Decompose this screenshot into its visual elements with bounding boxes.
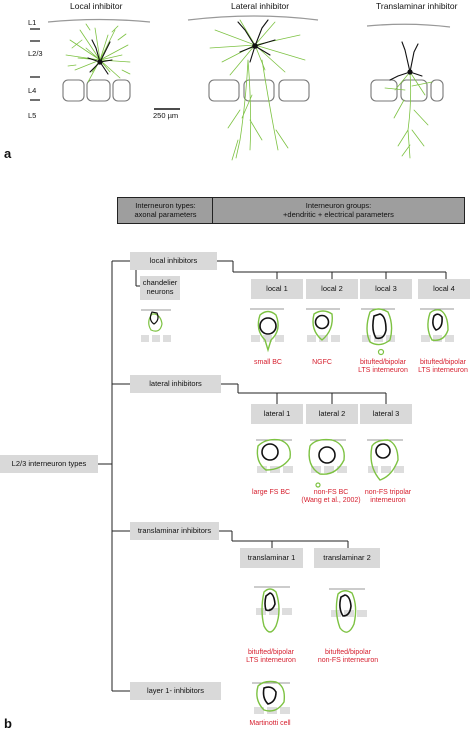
panel-label-b: b xyxy=(4,716,12,731)
neuron-local-inhibitor xyxy=(65,23,131,83)
type-translaminar-inhibitors: translaminar inhibitors xyxy=(130,522,219,540)
schematic-local-4 xyxy=(420,308,454,342)
group-local-3: local 3 xyxy=(360,279,412,299)
group-local-1: local 1 xyxy=(251,279,303,299)
panel-label-a: a xyxy=(4,146,12,161)
layer-label-l23: L2/3 xyxy=(28,49,43,58)
root-l23-interneuron-types: L2/3 interneuron types xyxy=(0,455,98,473)
layer-label-l4: L4 xyxy=(28,86,37,95)
schematic-local-2 xyxy=(306,308,340,342)
cell-label-translaminar1: bitufted/bipolar LTS interneuron xyxy=(246,649,296,665)
cell-label-translaminar2: bitufted/bipolar non-FS interneuron xyxy=(317,649,379,665)
cell-label-local3: bitufted/bipolar LTS interneuron xyxy=(358,359,408,375)
group-lateral-1: lateral 1 xyxy=(251,404,303,424)
schematic-translaminar-2 xyxy=(329,588,367,633)
layer-label-l5: L5 xyxy=(28,111,37,120)
cell-label-ngfc: NGFC xyxy=(312,359,332,366)
type-lateral-inhibitors: lateral inhibitors xyxy=(130,375,221,393)
group-translaminar-2: translaminar 2 xyxy=(314,548,380,568)
group-translaminar-1: translaminar 1 xyxy=(240,548,303,568)
schematic-martinotti xyxy=(252,680,290,714)
schematic-local-3 xyxy=(361,308,395,356)
title-local-inhibitor: Local inhibitor xyxy=(70,1,123,11)
group-local-4: local 4 xyxy=(418,279,470,299)
type-local-inhibitors: local inhibitors xyxy=(130,252,217,270)
group-lateral-2: lateral 2 xyxy=(306,404,358,424)
layer-label-l1: L1 xyxy=(28,18,37,27)
cell-schematics xyxy=(141,308,454,714)
neuron-translaminar-inhibitor xyxy=(384,41,433,159)
cell-label-non-fs-bc: non-FS BC (Wang et al., 2002) xyxy=(301,489,361,505)
chandelier-neurons-box: chandelier neurons xyxy=(140,276,180,300)
cell-label-small-bc: small BC xyxy=(253,359,282,366)
title-lateral-inhibitor: Lateral inhibitor xyxy=(231,1,290,11)
group-local-2: local 2 xyxy=(306,279,358,299)
schematic-lateral-3 xyxy=(367,439,404,481)
schematic-local-1 xyxy=(250,308,284,353)
schematic-lateral-1 xyxy=(256,438,293,473)
schematic-lateral-2 xyxy=(308,438,347,488)
type-layer1-inhibitors: layer 1- inhibitors xyxy=(130,682,221,700)
neuron-lateral-inhibitor xyxy=(209,19,306,161)
tree-lines xyxy=(98,260,447,692)
scale-bar-label: 250 µm xyxy=(153,111,179,120)
cell-label-tripolar: non-FS tripolar interneuron xyxy=(364,489,412,505)
layer-ticks xyxy=(30,28,40,101)
cell-label-local4: bitufted/bipolar LTS interneuron xyxy=(418,359,468,375)
cell-label-large-fs-bc: large FS BC xyxy=(251,489,291,496)
schematic-chandelier xyxy=(141,309,171,342)
title-translaminar-inhibitor: Translaminar inhibitor xyxy=(376,1,458,11)
pia-lines xyxy=(47,15,451,28)
schematic-translaminar-1 xyxy=(254,586,292,633)
cell-label-martinotti: Martinotti cell xyxy=(249,720,291,727)
barrels xyxy=(62,79,444,102)
header-interneuron-groups: Interneuron groups: +dendritic + electri… xyxy=(212,197,465,224)
group-lateral-3: lateral 3 xyxy=(360,404,412,424)
header-interneuron-types: Interneuron types: axonal parameters xyxy=(117,197,214,224)
